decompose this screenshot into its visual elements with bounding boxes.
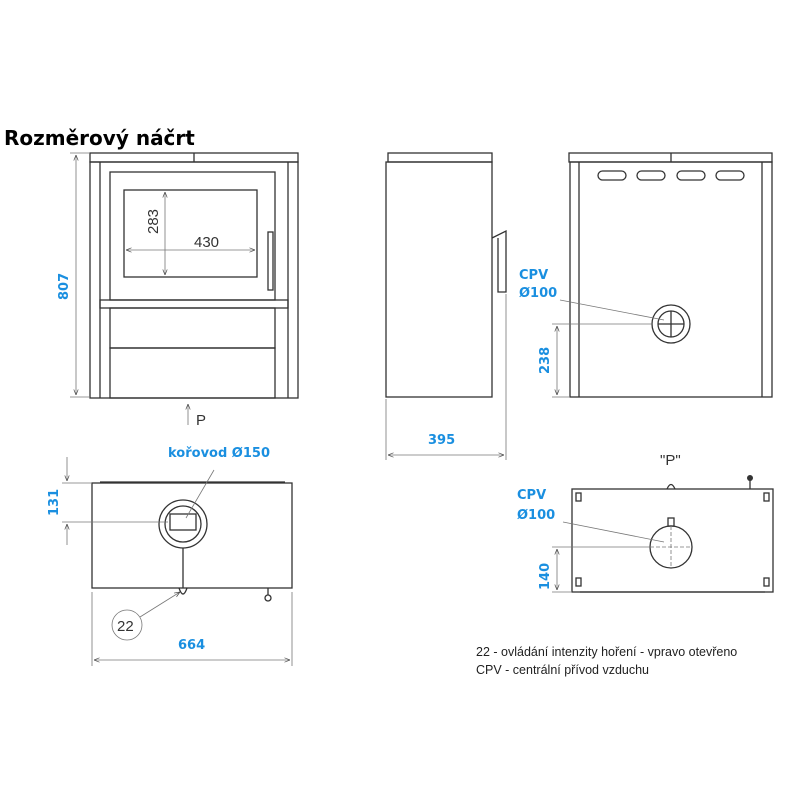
cpv-height-dimension: 238	[538, 347, 553, 374]
depth-dimension: 395	[428, 433, 455, 448]
cpv-diameter: Ø100	[519, 286, 557, 301]
legend-item: CPV - centrální přívod vzduchu	[476, 663, 649, 677]
front-view: 283 430 807 P	[57, 152, 299, 429]
cpv-label: CPV	[519, 268, 548, 283]
view-arrow-label: P	[196, 412, 206, 429]
flue-label: kořovod Ø150	[168, 446, 270, 461]
cpv-offset-dimension: 140	[538, 563, 553, 590]
glass-height-label: 283	[145, 209, 162, 234]
side-view: 395	[385, 152, 507, 460]
flue-offset-dimension: 131	[47, 489, 62, 516]
page-title: Rozměrový náčrt	[4, 126, 195, 150]
bottom-view-title: "P"	[660, 452, 681, 469]
top-view: kořovod Ø150 131 22 664	[47, 446, 293, 666]
bottom-cpv-label: CPV	[517, 488, 546, 503]
callout-number: 22	[117, 618, 134, 635]
width-dimension: 664	[178, 638, 205, 653]
callout-22	[111, 609, 143, 641]
height-dimension: 807	[57, 273, 72, 300]
back-view: CPV Ø100 238	[519, 152, 773, 398]
legend-item: 22 - ovládání intenzity hoření - vpravo …	[476, 645, 737, 659]
glass-width-label: 430	[194, 234, 219, 251]
bottom-cpv-diameter: Ø100	[517, 508, 555, 523]
bottom-view: "P" CPV Ø100 140	[517, 452, 774, 593]
